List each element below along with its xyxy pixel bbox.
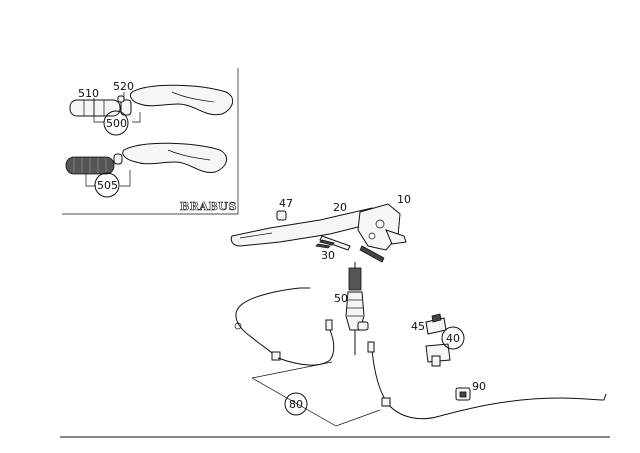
callout-90: 90 [472, 380, 486, 393]
cable-80-illustration [234, 287, 607, 427]
callout-500: 500 [106, 117, 127, 130]
callout-45: 45 [411, 320, 425, 333]
callout-40: 40 [446, 332, 460, 345]
callout-50: 50 [334, 292, 348, 305]
callout-520: 520 [113, 80, 134, 93]
switch-40-illustration [425, 313, 465, 367]
callout-80: 80 [289, 398, 303, 411]
callout-510: 510 [78, 87, 99, 100]
grip-505-illustration [65, 142, 228, 175]
callout-47: 47 [279, 197, 293, 210]
callout-10: 10 [397, 193, 411, 206]
brabus-logo: BRABUS [180, 200, 237, 213]
callout-30: 30 [321, 249, 335, 262]
cable-50-illustration [345, 262, 369, 355]
handbrake-lever-illustration [230, 203, 407, 263]
callout-20: 20 [333, 201, 347, 214]
inset-panel: 510 520 500 505 BRABUS [62, 68, 239, 215]
part-90-illustration [455, 387, 471, 401]
callout-505: 505 [97, 179, 118, 192]
